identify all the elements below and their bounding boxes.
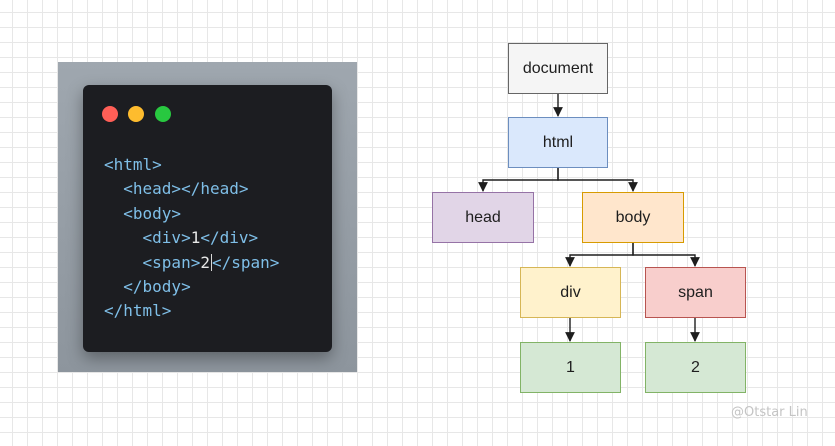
code-tag: <body>: [104, 203, 182, 223]
code-line: <html>: [104, 153, 279, 177]
code-tag: </html>: [104, 301, 172, 321]
head-node: head: [432, 192, 534, 243]
node-label: body: [615, 208, 651, 226]
node-label: html: [542, 133, 574, 151]
code-editor-window: [83, 85, 332, 352]
code-tag: <div>: [104, 228, 191, 248]
code-line: <div>1</div>: [104, 226, 279, 250]
text-node-1: 1: [520, 342, 621, 393]
node-label: 2: [691, 358, 700, 376]
body-node: body: [582, 192, 684, 243]
code-tag: <head></head>: [104, 179, 249, 199]
code-tag: </body>: [104, 276, 191, 296]
code-tag: </span>: [211, 252, 280, 272]
code-line: <span>2</span>: [104, 251, 280, 275]
node-label: span: [678, 283, 713, 301]
html-code-block: <html> <head></head> <body> <div>1</div>…: [104, 153, 279, 324]
author-watermark: @Otstar Lin: [731, 405, 808, 420]
maximize-window-dot-icon: [155, 106, 171, 122]
edge-body-div: [565, 243, 634, 267]
code-text-node: 1: [190, 228, 201, 248]
code-tag: <span>: [104, 252, 201, 272]
close-window-dot-icon: [102, 106, 118, 122]
node-label: document: [522, 59, 594, 77]
document-node: document: [508, 43, 608, 94]
code-line: </html>: [104, 299, 279, 323]
code-line: <body>: [104, 202, 279, 226]
code-tag: </div>: [200, 228, 259, 248]
edge-html-body: [557, 168, 638, 192]
div-node: div: [520, 267, 621, 318]
span-node: span: [645, 267, 746, 318]
code-text-node: 2: [200, 252, 210, 272]
html-node: html: [508, 117, 608, 168]
node-label: div: [560, 283, 581, 301]
code-tag: <html>: [104, 155, 162, 174]
code-line: <head></head>: [104, 177, 279, 201]
node-label: head: [465, 208, 501, 226]
text-node-2: 2: [645, 342, 746, 393]
node-label: 1: [566, 358, 575, 376]
text-cursor: [210, 253, 212, 271]
edge-html-head: [478, 168, 559, 192]
minimize-window-dot-icon: [128, 106, 144, 122]
edge-body-span: [632, 243, 700, 267]
code-line: </body>: [104, 275, 279, 299]
